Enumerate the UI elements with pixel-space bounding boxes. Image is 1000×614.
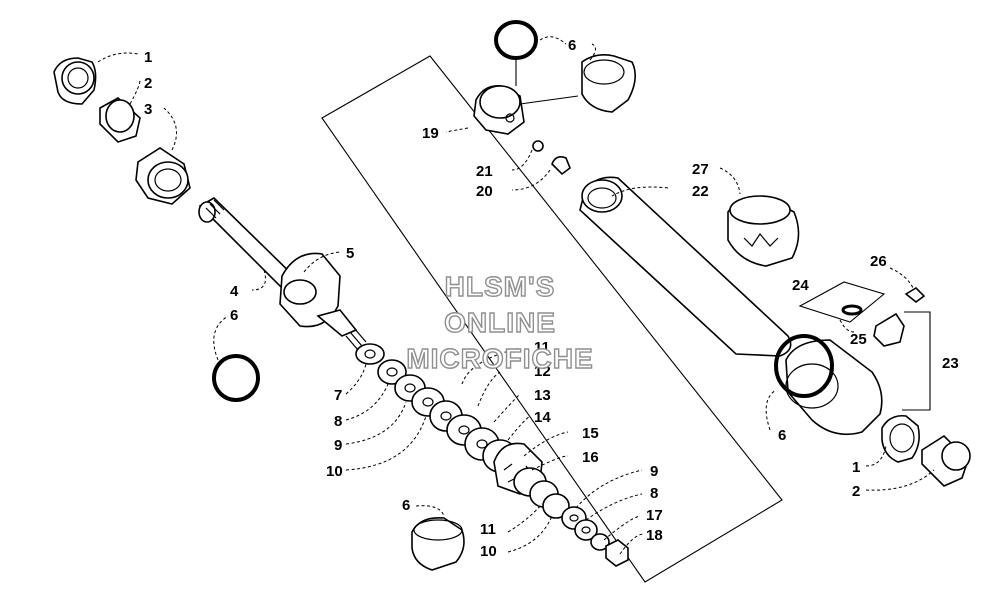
part-18-nut <box>605 539 629 567</box>
callout-15: 15 <box>582 425 599 442</box>
callout-labels: 1 2 3 5 4 6 6 19 21 20 27 22 26 24 25 23… <box>144 37 959 560</box>
part-2-sleeve-right <box>921 434 971 487</box>
part-6-o-ring-right <box>774 334 834 398</box>
callout-6-right: 6 <box>778 427 786 444</box>
part-5-damper-head <box>279 252 367 351</box>
part-23-group-bracket <box>902 311 931 411</box>
callout-6-left: 6 <box>230 307 238 324</box>
part-21-washer <box>532 140 544 152</box>
part-body-housing <box>785 339 883 436</box>
callout-3: 3 <box>144 101 152 118</box>
callout-2-right: 2 <box>852 483 860 500</box>
callout-7: 7 <box>334 387 342 404</box>
part-6-band-top <box>581 54 636 113</box>
part-25-o-ring-small <box>841 304 863 316</box>
part-2-sleeve <box>99 97 141 143</box>
callout-21: 21 <box>476 163 493 180</box>
callout-5: 5 <box>346 245 354 262</box>
callout-10-b: 10 <box>480 543 497 560</box>
callout-19: 19 <box>422 125 439 142</box>
callout-23: 23 <box>942 355 959 372</box>
assembly-line <box>519 95 579 105</box>
callout-4: 4 <box>230 283 239 300</box>
part-1-bushing-right <box>881 414 920 463</box>
callout-13: 13 <box>534 387 551 404</box>
watermark-line-3: MICROFICHE <box>406 343 593 374</box>
callout-1-right: 1 <box>852 459 860 476</box>
callout-20: 20 <box>476 183 493 200</box>
part-valve-fitting <box>873 312 905 347</box>
assembly-boundary <box>321 55 783 583</box>
callout-2: 2 <box>144 75 152 92</box>
callout-6-bottom: 6 <box>402 497 410 514</box>
washer-stack <box>355 343 629 567</box>
part-6-o-ring-top <box>494 20 538 60</box>
callout-10: 10 <box>326 463 343 480</box>
callout-14: 14 <box>534 409 551 426</box>
part-20-valve-ball <box>551 156 571 176</box>
leader-lines <box>97 36 935 555</box>
callout-25: 25 <box>850 331 867 348</box>
part-7-washer <box>355 343 385 365</box>
callout-17: 17 <box>646 507 663 524</box>
callout-11: 11 <box>534 339 550 356</box>
callout-26: 26 <box>870 253 887 270</box>
part-22-cylinder-body <box>579 176 792 357</box>
watermark-line-2: ONLINE <box>444 307 556 338</box>
callout-9: 9 <box>334 437 342 454</box>
watermark: HLSM'S ONLINE MICROFICHE <box>406 270 594 374</box>
callout-27: 27 <box>692 161 709 178</box>
callout-16: 16 <box>582 449 599 466</box>
part-6-o-ring-left <box>212 354 260 402</box>
part-26-screw <box>904 286 926 304</box>
callout-12: 12 <box>534 363 551 380</box>
callout-6-top: 6 <box>568 37 576 54</box>
part-24-outline <box>798 281 886 323</box>
part-19-piston <box>473 84 525 135</box>
callout-24: 24 <box>792 277 809 294</box>
callout-18: 18 <box>646 527 663 544</box>
callout-11-b: 11 <box>480 521 496 538</box>
part-10-washer-b <box>542 493 570 519</box>
watermark-line-1: HLSM'S <box>445 271 556 302</box>
part-1-bushing-cap <box>53 57 97 105</box>
callout-8: 8 <box>334 413 342 430</box>
callout-8-b: 8 <box>650 485 658 502</box>
callout-9-b: 9 <box>650 463 658 480</box>
part-6-band-bottom <box>411 516 465 571</box>
part-17-washer <box>590 533 610 551</box>
callout-1: 1 <box>144 49 152 66</box>
part-3-eye-bushing <box>135 147 191 205</box>
callout-22: 22 <box>692 183 709 200</box>
part-27-reservoir-sleeve <box>727 195 800 267</box>
part-8-washer <box>377 359 407 385</box>
